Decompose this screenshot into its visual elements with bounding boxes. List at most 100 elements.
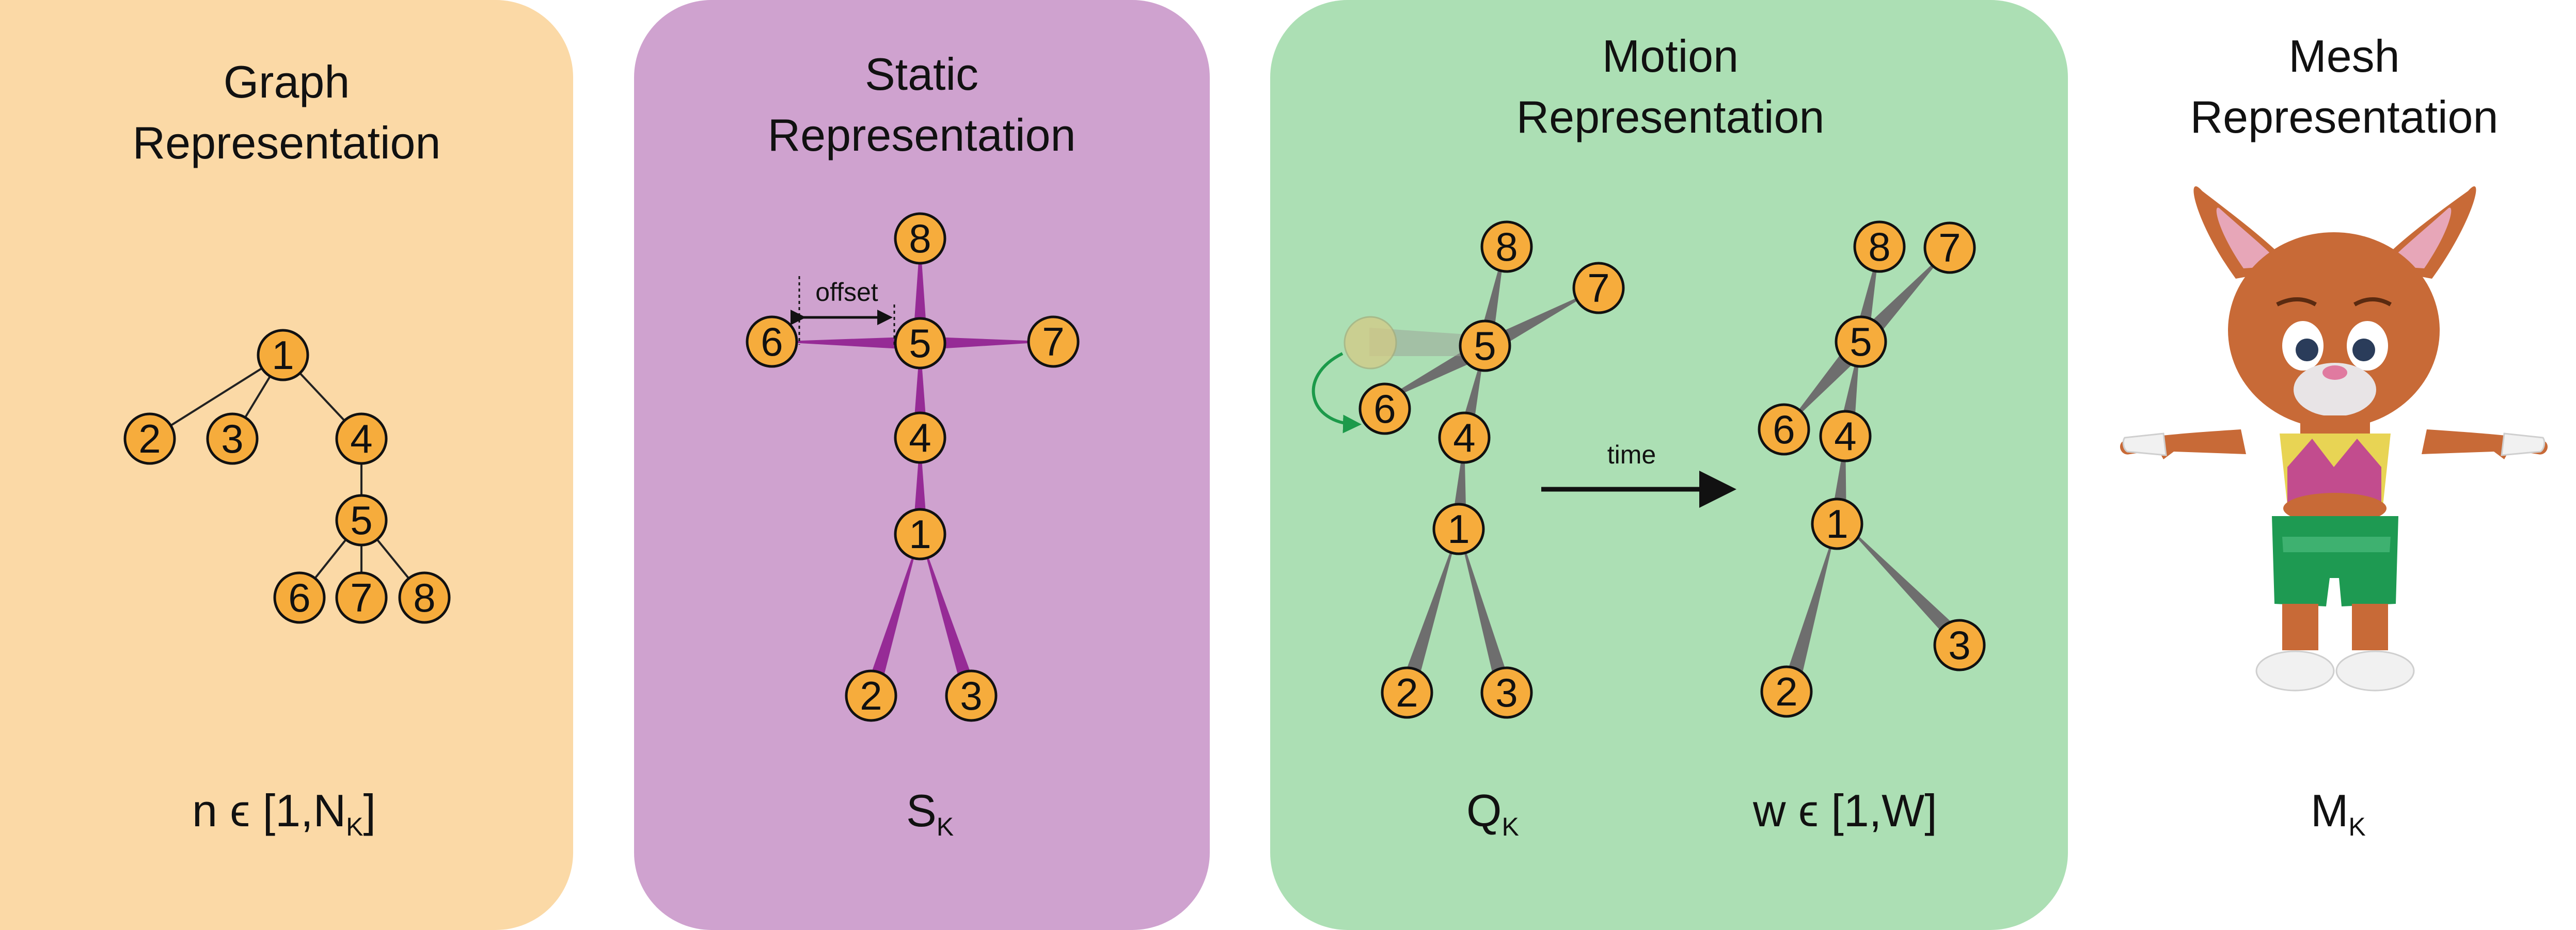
offset-label: offset — [815, 278, 878, 307]
graph-representation-panel — [0, 0, 573, 930]
motion-a-bone-5-7 — [1482, 288, 1599, 354]
character-left-glove — [2122, 432, 2167, 456]
motion-ghost — [1311, 316, 1482, 434]
svg-text:5: 5 — [350, 498, 372, 543]
motion-b-node-3: 3 — [1933, 619, 1986, 671]
motion-b-bone-1-3 — [1838, 517, 1966, 648]
static-node-1: 1 — [894, 508, 946, 560]
graph-node-1: 1 — [257, 329, 309, 381]
svg-text:3: 3 — [960, 673, 982, 718]
svg-text:1: 1 — [1826, 501, 1848, 547]
svg-text:8: 8 — [1868, 224, 1890, 269]
motion-a-node-8: 8 — [1480, 220, 1533, 273]
static-bone-1-3 — [920, 534, 979, 696]
motion-a-node-6: 6 — [1358, 382, 1411, 435]
character-left-pupil — [2296, 339, 2318, 361]
svg-text:5: 5 — [909, 320, 931, 366]
graph-title: Graph Representation — [28, 52, 545, 173]
svg-text:2: 2 — [1775, 669, 1797, 714]
character-right-foot — [2335, 650, 2415, 692]
graph-node-3: 3 — [206, 412, 259, 465]
character-shirt-pattern — [2287, 439, 2381, 506]
static-title-line1: Static — [864, 49, 979, 100]
ghost-node — [1344, 316, 1397, 370]
rotation-arrow — [1311, 352, 1362, 434]
graph-node-2: 2 — [123, 412, 176, 465]
svg-text:3: 3 — [1948, 622, 1970, 668]
motion-skeleton-a — [1368, 245, 1599, 694]
svg-text:4: 4 — [909, 415, 931, 460]
motion-title: Motion Representation — [1412, 26, 1929, 148]
svg-text:1: 1 — [909, 511, 931, 557]
svg-text:6: 6 — [1373, 386, 1396, 431]
static-node-2: 2 — [845, 669, 897, 722]
graph-node-7: 7 — [335, 571, 388, 624]
motion-a-node-2: 2 — [1381, 666, 1433, 719]
character-muzzle — [2294, 363, 2376, 416]
static-node-5: 5 — [894, 317, 946, 370]
mesh-character-image — [2120, 186, 2548, 692]
static-bone-1-2 — [863, 534, 920, 696]
graph-edge-1-2 — [149, 354, 284, 440]
motion-b-node-5: 5 — [1835, 315, 1887, 368]
motion-b-bone-1-2 — [1781, 524, 1837, 693]
motion-a-bone-1-2 — [1398, 529, 1459, 694]
static-math-label: SK — [906, 785, 954, 841]
svg-text:6: 6 — [761, 319, 783, 364]
character-pants — [2272, 516, 2398, 606]
motion-title-line2: Representation — [1516, 91, 1825, 142]
motion-b-bone-5-7 — [1856, 248, 1950, 347]
motion-a-node-7: 7 — [1572, 262, 1625, 314]
time-arrow-group: time — [1541, 440, 1736, 508]
svg-text:8: 8 — [413, 575, 435, 620]
static-offset-indicator: offset — [791, 276, 895, 345]
svg-text:6: 6 — [288, 575, 310, 620]
svg-text:4: 4 — [350, 416, 372, 461]
time-label: time — [1607, 440, 1656, 469]
graph-title-line1: Graph — [223, 56, 350, 107]
character-left-ear-inner — [2216, 207, 2282, 268]
all-nodes: 1 2 3 4 5 6 7 8 8 6 5 7 4 1 2 3 8 7 5 6 … — [123, 212, 1986, 722]
svg-text:7: 7 — [1587, 265, 1609, 311]
motion-a-node-4: 4 — [1438, 411, 1491, 464]
static-title-line2: Representation — [767, 109, 1076, 161]
graph-node-4: 4 — [335, 412, 388, 465]
character-left-brow — [2276, 297, 2317, 307]
svg-text:2: 2 — [138, 416, 161, 461]
static-node-4: 4 — [894, 411, 946, 464]
motion-a-bone-1-3 — [1459, 529, 1513, 694]
static-node-6: 6 — [746, 315, 798, 368]
motion-title-line1: Motion — [1602, 30, 1739, 82]
motion-b-node-8: 8 — [1853, 220, 1906, 273]
motion-b-node-4: 4 — [1819, 410, 1872, 462]
character-nose — [2322, 365, 2347, 380]
svg-text:7: 7 — [350, 575, 372, 620]
svg-text:5: 5 — [1474, 323, 1496, 368]
motion-a-node-5: 5 — [1459, 319, 1511, 372]
graph-title-line2: Representation — [132, 117, 441, 168]
character-left-leg — [2282, 604, 2318, 650]
svg-text:1: 1 — [272, 332, 294, 378]
svg-text:7: 7 — [1042, 319, 1064, 364]
motion-representation-panel — [1270, 0, 2068, 930]
svg-text:7: 7 — [1938, 225, 1961, 270]
motion-a-node-1: 1 — [1432, 503, 1485, 555]
svg-text:8: 8 — [909, 216, 931, 261]
motion-b-node-6: 6 — [1758, 403, 1810, 456]
svg-text:5: 5 — [1850, 319, 1872, 364]
graph-tree — [149, 354, 425, 599]
mesh-title: Mesh Representation — [2086, 26, 2576, 148]
character-right-glove — [2501, 432, 2546, 456]
mesh-math-label: MK — [2311, 785, 2366, 841]
svg-text:2: 2 — [1396, 670, 1418, 715]
svg-text:1: 1 — [1447, 506, 1469, 552]
svg-text:8: 8 — [1495, 224, 1518, 269]
graph-node-8: 8 — [398, 571, 451, 624]
static-node-3: 3 — [945, 669, 998, 722]
static-skeleton — [772, 238, 1053, 696]
motion-q-label: QK — [1466, 785, 1519, 841]
character-right-leg — [2352, 604, 2388, 650]
character-right-pupil — [2352, 339, 2375, 361]
mesh-title-line1: Mesh — [2288, 30, 2400, 82]
